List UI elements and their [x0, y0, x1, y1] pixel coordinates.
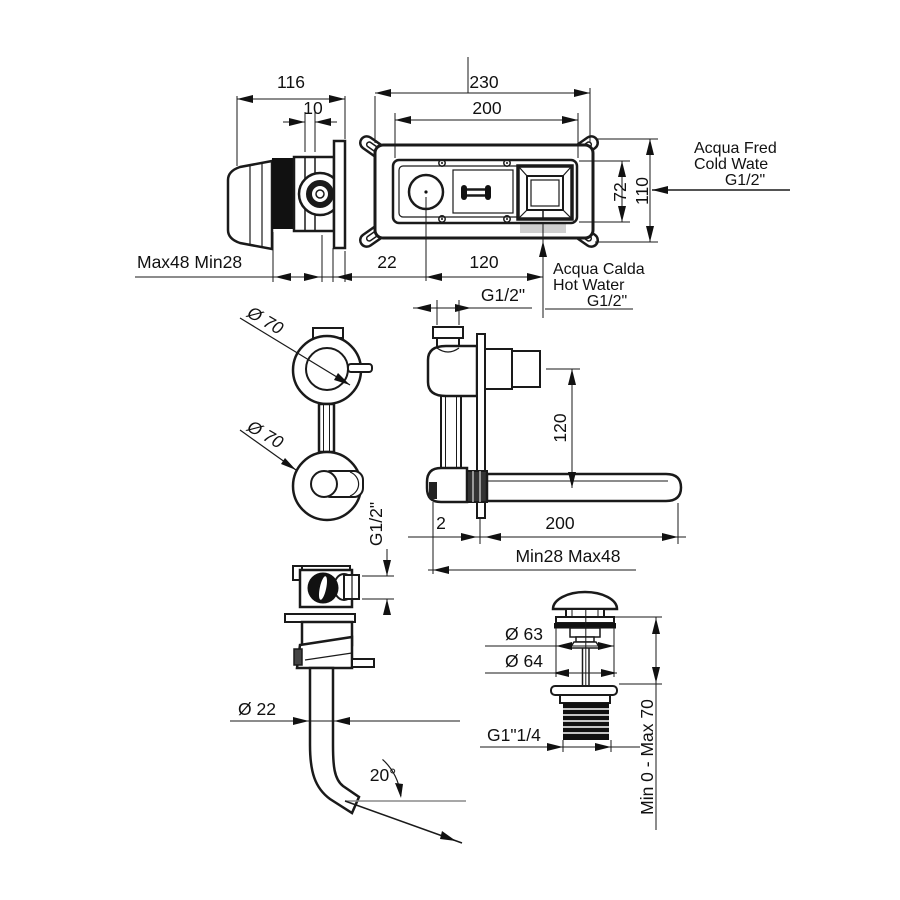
dim-g12-inlet: G1/2": [481, 285, 525, 305]
view-top: Ø 22 20°: [230, 565, 466, 844]
drain-flange: [550, 685, 618, 696]
view-drain: Ø 63 Ø 64 G1"1/4 Min 0 - Max 70: [480, 590, 662, 830]
spout: [485, 472, 683, 503]
wall-plate: [476, 333, 486, 519]
drain-cap: [551, 590, 619, 611]
hot-inlet-port: [516, 164, 574, 221]
dim-20deg: 20°: [370, 765, 396, 785]
dim-dia64: Ø 64: [505, 651, 543, 671]
dim-max48-min28: Max48 Min28: [137, 252, 242, 272]
hot-line2: Hot Water: [553, 277, 625, 294]
cold-water-label: Acqua Fred Cold Wate G1/2": [652, 140, 790, 194]
dim-22: 22: [377, 252, 396, 272]
dim-110: 110: [632, 177, 652, 205]
view-side: G1/2" 120 2 200 Min28 Max48: [408, 285, 686, 574]
dim-120-box: 120: [469, 252, 498, 272]
drain-thread: [563, 703, 609, 740]
dim-dia63: Ø 63: [505, 624, 543, 644]
hot-line1: Acqua Calda: [553, 261, 645, 278]
dim-g12-outlet: G1/2": [366, 502, 386, 546]
wall-hatch: [272, 158, 294, 229]
cold-line2: Cold Wate: [694, 156, 768, 173]
view-trim-side: 116 10 Max48 Min28: [135, 72, 543, 282]
dim-200-box: 200: [472, 98, 501, 118]
dim-min0-max70: Min 0 - Max 70: [637, 699, 657, 815]
dim-120-drop: 120: [550, 413, 570, 442]
hot-water-label: Acqua Calda Hot Water G1/2": [545, 261, 645, 310]
dim-2: 2: [436, 513, 446, 533]
view-roughin-box: 230 200 72 110 22 120 Acqua Calda Hot Wa…: [359, 57, 790, 318]
dim-200-spout: 200: [545, 513, 574, 533]
dim-72: 72: [610, 182, 630, 201]
cold-line1: Acqua Fred: [694, 140, 777, 157]
dim-dia22: Ø 22: [238, 699, 276, 719]
direction-symbol: [461, 185, 491, 200]
dim-10: 10: [303, 98, 323, 118]
dim-min28-max48: Min28 Max48: [515, 546, 620, 566]
dim-230: 230: [469, 72, 498, 92]
dim-g114: G1"1/4: [487, 725, 541, 745]
spout-tube: [308, 666, 361, 815]
hot-line3: G1/2": [587, 293, 627, 310]
spout-nut: [466, 470, 488, 503]
wall-bracket: [332, 139, 347, 250]
dim-116: 116: [277, 72, 305, 92]
dim-dia70-spout: Ø 70: [243, 416, 287, 453]
handle-lever: [347, 363, 373, 373]
cold-line3: G1/2": [725, 172, 765, 189]
